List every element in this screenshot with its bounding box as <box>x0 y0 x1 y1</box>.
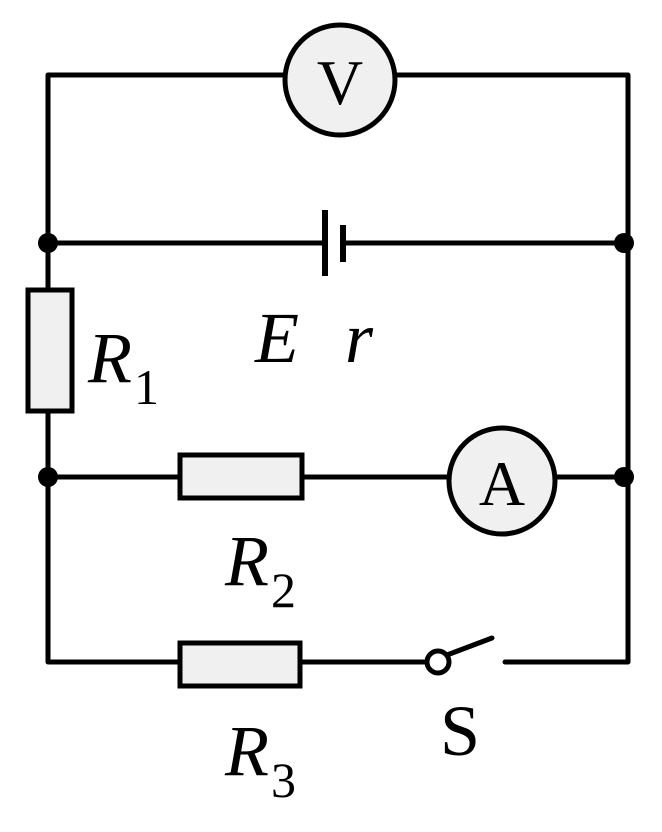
battery-branch: E r <box>45 210 631 378</box>
resistor-r1 <box>25 287 75 414</box>
voltmeter-branch: V <box>45 22 631 246</box>
node-left-middle <box>38 467 58 487</box>
voltmeter: V <box>282 22 398 138</box>
r2-ammeter-branch: R2 A <box>45 425 631 618</box>
wire-left-lower <box>45 408 183 665</box>
switch-blade <box>444 635 495 658</box>
resistor-r2 <box>177 452 305 501</box>
node-left-battery <box>38 233 58 253</box>
junction-nodes <box>38 233 634 487</box>
internal-resistance-label: r <box>345 298 374 378</box>
node-right-middle <box>614 467 634 487</box>
switch-pivot <box>424 648 452 676</box>
emf-label: E <box>254 298 299 378</box>
r2-label: R2 <box>224 521 296 618</box>
wire-top-right <box>392 72 631 246</box>
switch-s <box>424 635 495 676</box>
voltmeter-symbol: V <box>317 47 363 118</box>
r3-label: R3 <box>224 711 296 808</box>
wire-right-vertical <box>502 240 631 665</box>
resistor-r3 <box>177 640 303 689</box>
r1-branch: R1 <box>25 240 183 665</box>
ammeter: A <box>446 425 558 537</box>
battery-symbol <box>322 210 346 276</box>
r3-switch-branch: R3 S <box>177 635 495 808</box>
node-right-battery <box>614 233 634 253</box>
switch-label: S <box>440 691 480 771</box>
wire-top-left <box>45 72 288 246</box>
ammeter-symbol: A <box>479 448 525 519</box>
r1-label: R1 <box>87 318 159 415</box>
